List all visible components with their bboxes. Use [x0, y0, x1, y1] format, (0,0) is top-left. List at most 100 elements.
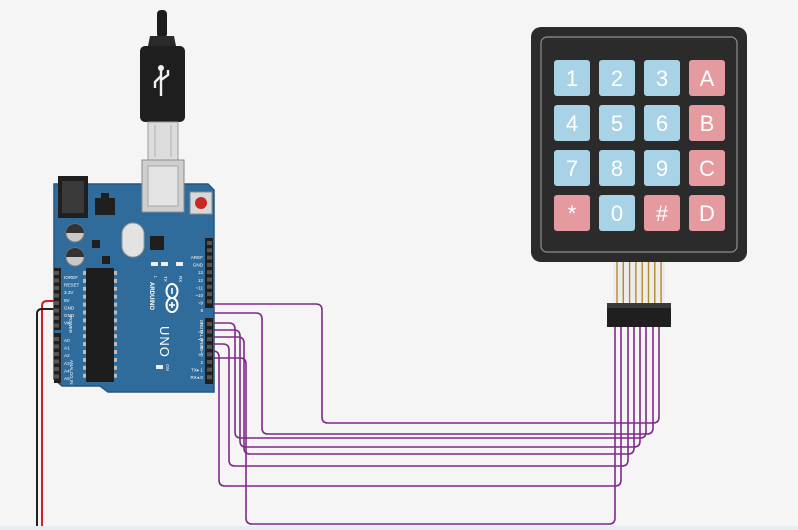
analog-pin-label: A5	[64, 376, 70, 381]
digital-pin-label: RX◂ 0	[190, 375, 203, 380]
led-rx-label: RX	[178, 276, 183, 282]
signal-wire[interactable]	[212, 327, 622, 487]
on-led-label: ON	[165, 364, 170, 371]
digital-pin-label: 7	[200, 322, 203, 327]
key-label: 6	[656, 111, 668, 136]
signal-wire[interactable]	[213, 303, 660, 424]
key-label: 8	[611, 156, 623, 181]
key-A[interactable]: A	[689, 60, 725, 96]
key-label: #	[656, 201, 669, 226]
usb-symbol-icon	[153, 70, 170, 96]
signal-wire[interactable]	[213, 312, 654, 435]
key-1[interactable]: 1	[554, 60, 590, 96]
signal-wire[interactable]	[213, 327, 616, 525]
keypad-4x4[interactable]: 1 2 3 A 4 5 6 B 7 8 9 C * 0 # D	[531, 27, 747, 327]
key-4[interactable]: 4	[554, 105, 590, 141]
key-label: 1	[566, 66, 578, 91]
bottom-toolbar-strip	[0, 526, 798, 530]
key-label: D	[699, 201, 715, 226]
usb-plug-metal	[147, 121, 179, 161]
power-pin-label: 3.3V	[64, 290, 74, 295]
pin-holes	[54, 241, 212, 380]
key-C[interactable]: C	[689, 150, 725, 186]
key-label: 0	[611, 201, 623, 226]
digital-pin-label: 4	[200, 345, 203, 350]
key-D[interactable]: D	[689, 195, 725, 231]
signal-wire[interactable]	[213, 322, 647, 439]
arduino-model-label: UNO	[157, 326, 172, 358]
digital-header-bottom	[205, 318, 213, 384]
key-label: 4	[566, 111, 578, 136]
key-0[interactable]: 0	[599, 195, 635, 231]
ribbon-traces	[616, 262, 662, 303]
key-label: *	[568, 201, 577, 226]
digital-pin-label: GND	[193, 263, 204, 268]
power-pin-label: GND	[64, 305, 75, 310]
atmega-chip	[86, 268, 114, 382]
usb-strain-relief	[148, 36, 176, 46]
voltage-regulator	[95, 198, 115, 215]
digital-pin-label: ~3	[198, 352, 204, 357]
signal-wires	[212, 303, 660, 525]
digital-pin-label: ~10	[195, 293, 203, 298]
analog-pin-label: A0	[64, 338, 70, 343]
power-pin-label: IOREF	[64, 275, 78, 280]
key-7[interactable]: 7	[554, 150, 590, 186]
on-led	[156, 365, 163, 369]
led-tx-label: TX	[163, 276, 168, 282]
signal-wire[interactable]	[213, 327, 635, 455]
key-6[interactable]: 6	[644, 105, 680, 141]
key-3[interactable]: 3	[644, 60, 680, 96]
digital-pin-label: ~5	[198, 337, 204, 342]
key-label: 5	[611, 111, 623, 136]
usb-cable-wire	[157, 10, 167, 38]
digital-pwm-label: DIGITAL (PWM~)	[199, 320, 204, 355]
signal-wire[interactable]	[213, 327, 641, 448]
key-label: 7	[566, 156, 578, 181]
led-l-label: L	[153, 276, 158, 279]
usb-plug-body	[140, 46, 185, 122]
crystal-oscillator	[121, 222, 145, 258]
key-B[interactable]: B	[689, 105, 725, 141]
power-pin-label: GND	[64, 313, 75, 318]
key-hash[interactable]: #	[644, 195, 680, 231]
key-star[interactable]: *	[554, 195, 590, 231]
digital-pin-label: ~11	[196, 285, 204, 290]
key-label: B	[700, 111, 715, 136]
keypad-border	[540, 36, 738, 253]
arduino-brand-label: ARDUINO	[148, 282, 154, 310]
key-label: A	[700, 66, 715, 91]
key-label: 2	[611, 66, 623, 91]
keypad-ribbon	[613, 262, 665, 302]
power-header	[54, 268, 61, 330]
signal-wire[interactable]	[213, 327, 629, 467]
power-wire-red[interactable]	[41, 300, 72, 530]
digital-pin-label: ~9	[198, 301, 204, 306]
digital-pin-label: 12	[198, 278, 204, 283]
keypad-keys: 1 2 3 A 4 5 6 B 7 8 9 C * 0 # D	[554, 60, 725, 231]
atmega-chip-pins	[83, 271, 117, 378]
digital-pin-label: 2	[200, 360, 203, 365]
analog-pin-label: A4	[64, 368, 70, 373]
reset-button-icon	[195, 197, 207, 209]
usb-cable[interactable]	[140, 10, 185, 161]
power-pin-label: Vin	[64, 321, 71, 326]
key-label: C	[699, 156, 715, 181]
key-5[interactable]: 5	[599, 105, 635, 141]
key-label: 9	[656, 156, 668, 181]
power-pin-label: 5V	[64, 298, 71, 303]
key-8[interactable]: 8	[599, 150, 635, 186]
usb-chip	[150, 236, 164, 250]
power-pin-label: RESET	[64, 283, 80, 288]
power-label: POWER	[68, 316, 73, 334]
arduino-uno-board[interactable]: L TX RX ON ARDUINO UNO POWER ANALOG IN D…	[53, 159, 215, 393]
key-2[interactable]: 2	[599, 60, 635, 96]
key-label: 3	[656, 66, 668, 91]
digital-pin-label: TX▸ 1	[191, 368, 203, 373]
power-wire-black[interactable]	[36, 308, 72, 530]
digital-pin-label: 8	[200, 308, 203, 313]
analog-header	[54, 333, 61, 383]
digital-pin-label: ~6	[198, 330, 204, 335]
key-9[interactable]: 9	[644, 150, 680, 186]
